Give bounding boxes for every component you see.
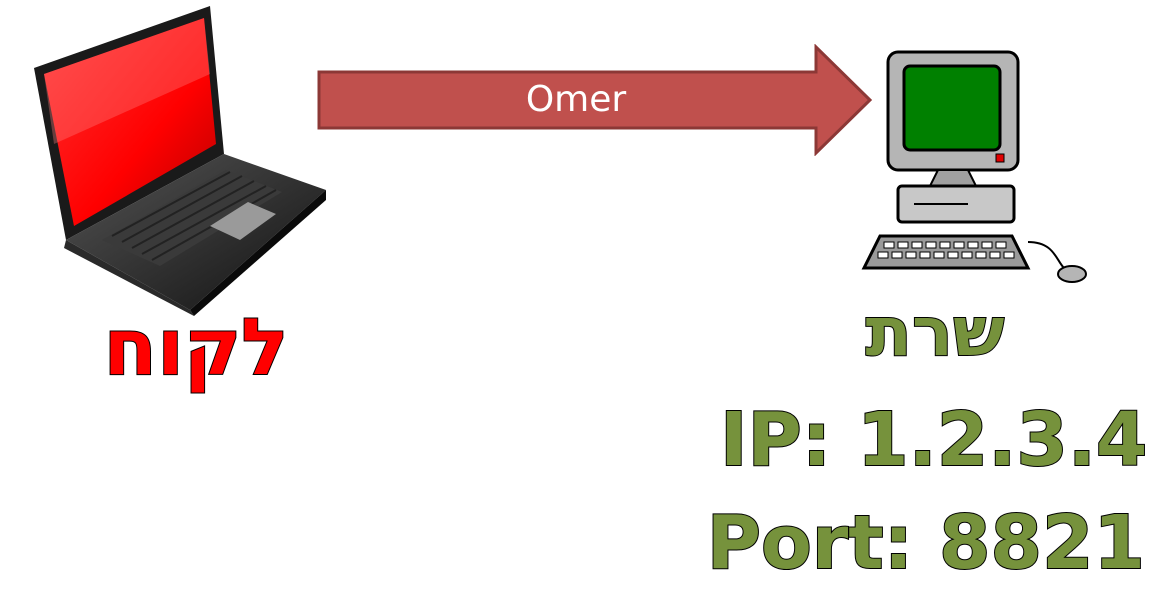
server-port: Port: 8821 bbox=[706, 499, 1146, 587]
client-label: לקוח bbox=[103, 302, 290, 394]
server-ip: IP: 1.2.3.4 bbox=[719, 396, 1148, 484]
message-label: Omer bbox=[525, 79, 627, 120]
desktop-computer-icon bbox=[861, 50, 1087, 283]
connection-arrow bbox=[317, 44, 873, 156]
laptop-icon bbox=[34, 6, 326, 316]
server-label: שרת bbox=[865, 292, 1006, 373]
